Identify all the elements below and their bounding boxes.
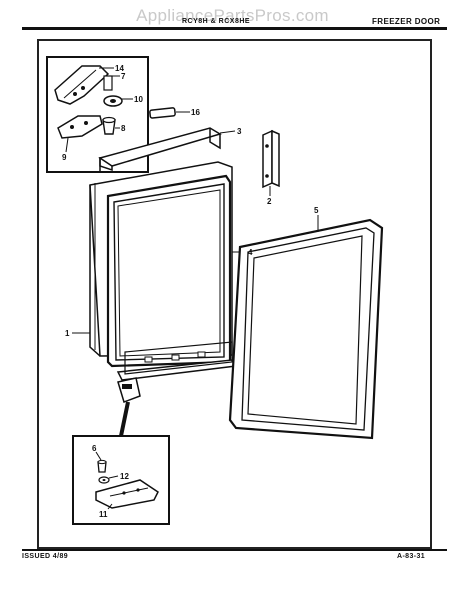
model-number: RCY8H & RCX8HE xyxy=(182,18,251,25)
door-handle xyxy=(149,107,190,119)
callout-7: 7 xyxy=(121,72,126,81)
callout-2: 2 xyxy=(267,197,272,206)
door-panel xyxy=(72,161,246,403)
callout-8: 8 xyxy=(121,124,126,133)
footer-rule xyxy=(22,549,447,551)
hinge-bracket xyxy=(54,65,110,105)
hinge-plate xyxy=(57,115,103,139)
door-gasket xyxy=(228,215,384,440)
callout-14: 14 xyxy=(115,64,124,73)
header-rule xyxy=(22,27,447,30)
callout-5: 5 xyxy=(314,206,319,215)
callout-12: 12 xyxy=(120,472,129,481)
callout-11: 11 xyxy=(99,510,108,519)
callout-1: 1 xyxy=(65,329,70,338)
callout-16: 16 xyxy=(191,108,200,117)
section-title: FREEZER DOOR xyxy=(372,17,441,26)
page-code: A-83-31 xyxy=(397,553,426,560)
bottom-hinge-inset xyxy=(72,401,170,525)
watermark: AppliancePartsPros.com xyxy=(136,6,329,25)
diagram-frame xyxy=(37,39,432,549)
hinge-inset xyxy=(46,56,149,173)
callout-3: 3 xyxy=(237,127,242,136)
callout-4: 4 xyxy=(248,248,253,257)
hinge-pin xyxy=(103,75,113,91)
hinge-bracket-right xyxy=(262,129,280,196)
callout-10: 10 xyxy=(134,95,143,104)
bottom-hinge xyxy=(95,479,159,509)
callout-9: 9 xyxy=(62,153,67,162)
issued-date: ISSUED 4/89 xyxy=(22,553,69,560)
callout-6: 6 xyxy=(92,444,97,453)
top-door-cap xyxy=(98,127,236,172)
